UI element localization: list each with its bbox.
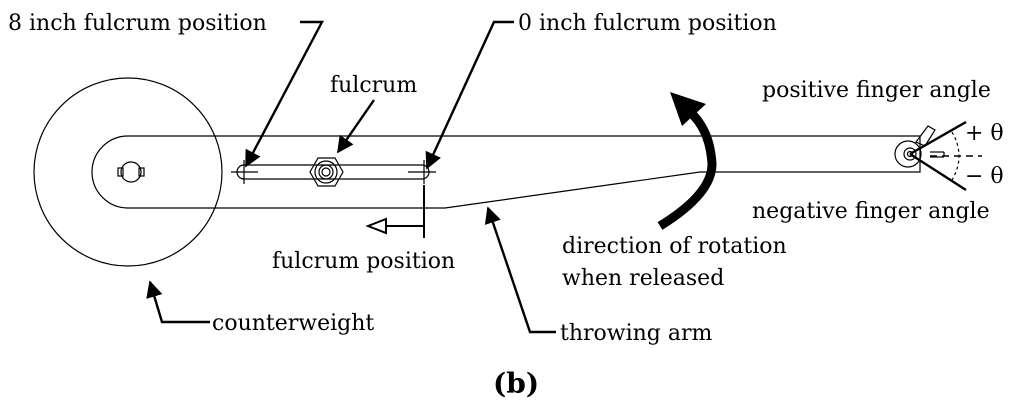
finger-angle-lines	[909, 120, 982, 192]
curved-arrow-icon	[657, 92, 717, 230]
label-throwing-arm: throwing arm	[560, 321, 713, 346]
label-8-inch-fulcrum-position: 8 inch fulcrum position	[8, 11, 267, 36]
label-direction-line1: direction of rotation	[562, 234, 787, 259]
label-fulcrum: fulcrum	[330, 73, 417, 98]
throwing-arm-body	[91, 135, 921, 209]
hex-nut-icon	[309, 157, 344, 187]
leader-lines	[146, 20, 556, 334]
label-positive-finger-angle: positive finger angle	[762, 78, 991, 103]
label-plus-theta: + θ	[965, 121, 1004, 146]
label-negative-finger-angle: negative finger angle	[752, 199, 990, 224]
hollow-arrow-left-icon	[365, 185, 425, 238]
subfigure-label: (b)	[493, 367, 539, 400]
label-direction-line2: when released	[562, 266, 724, 291]
counterweight-disc	[33, 77, 223, 267]
label-minus-theta: − θ	[965, 164, 1004, 189]
label-fulcrum-position: fulcrum position	[272, 249, 455, 274]
label-0-inch-fulcrum-position: 0 inch fulcrum position	[518, 11, 777, 36]
label-counterweight: counterweight	[212, 311, 374, 336]
finger-assembly	[894, 125, 945, 168]
